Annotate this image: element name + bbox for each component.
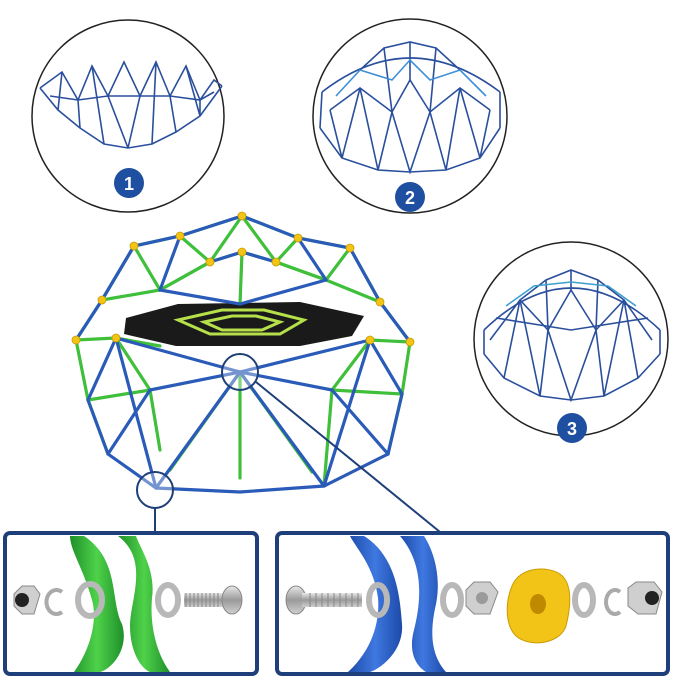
- lower-joint-highlight: [136, 471, 174, 509]
- step-3-badge: 3: [557, 413, 587, 443]
- step-2-diagram: 2: [312, 18, 508, 214]
- washer-icon: [366, 582, 390, 618]
- blue-frame-tubes: [74, 214, 412, 494]
- svg-text:3: 3: [567, 419, 577, 439]
- dome-assembly-step-1-icon: [39, 60, 223, 149]
- washer-icon: [75, 581, 105, 619]
- lock-nut-icon: [627, 581, 663, 615]
- step-1-badge: 1: [114, 168, 144, 198]
- split-washer-icon: [44, 588, 64, 616]
- main-dome-illustration: [71, 211, 441, 533]
- green-joint-detail-panel: [3, 531, 259, 676]
- upper-joint-highlight: [221, 353, 259, 391]
- yellow-connectors: [71, 211, 415, 347]
- yellow-connector-icon: [506, 568, 571, 644]
- lock-nut-icon: [13, 585, 41, 615]
- washer-icon: [155, 582, 181, 618]
- step-3-diagram: 3: [473, 241, 669, 443]
- svg-text:1: 1: [124, 174, 134, 194]
- split-washer-icon: [604, 588, 622, 616]
- washer-icon: [572, 582, 596, 618]
- dome-assembly-step-2-icon: [319, 41, 501, 175]
- svg-text:2: 2: [405, 188, 415, 208]
- step-2-badge: 2: [395, 182, 425, 212]
- bolt-icon: [285, 585, 362, 615]
- washer-icon: [440, 582, 464, 618]
- blue-joint-detail-panel: [275, 531, 670, 676]
- dome-assembly-step-3-icon: [483, 269, 661, 403]
- climbing-platform: [124, 302, 364, 346]
- step-1-diagram: 1: [31, 19, 225, 213]
- hex-nut-icon: [465, 581, 499, 615]
- bolt-icon: [184, 585, 243, 615]
